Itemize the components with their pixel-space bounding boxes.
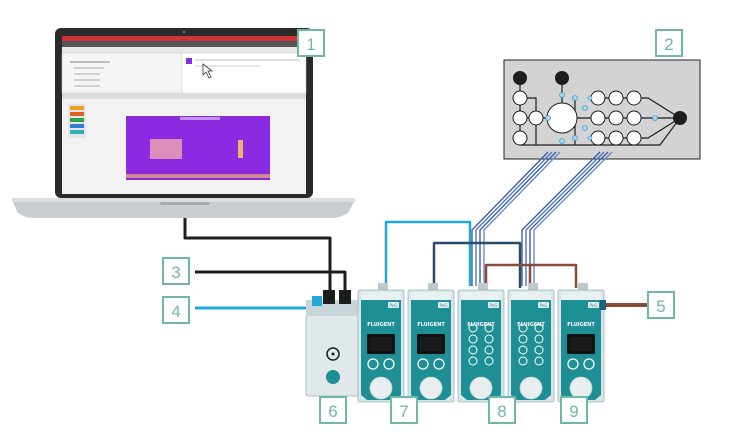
label-laptop: 1 bbox=[297, 29, 325, 57]
keypad-button-icon bbox=[518, 323, 528, 333]
svg-text:4: 4 bbox=[171, 302, 180, 321]
module-brand: FLUIGENT bbox=[567, 322, 595, 328]
svg-text:7: 7 bbox=[399, 402, 408, 421]
label-module-7: 7 bbox=[390, 396, 418, 424]
software-window bbox=[61, 36, 307, 194]
keypad-button-icon bbox=[534, 334, 544, 344]
label-module-9: 9 bbox=[560, 396, 588, 424]
label-output-5: 5 bbox=[647, 291, 675, 319]
keypad-button-icon bbox=[468, 323, 478, 333]
svg-text:3: 3 bbox=[171, 263, 180, 282]
number-labels: 1 2 3 4 5 6 7 8 bbox=[162, 29, 683, 424]
module-badge: PnG bbox=[588, 302, 599, 308]
svg-text:8: 8 bbox=[497, 402, 506, 421]
fan-icon bbox=[326, 347, 340, 361]
flow-module: PnG FLUIGENT bbox=[407, 283, 455, 403]
microfluidic-chip-icon bbox=[503, 59, 701, 160]
keypad-button-icon bbox=[484, 356, 494, 366]
module-badge-text: PnG bbox=[390, 303, 398, 308]
flow-module: PnG FLUIGENT bbox=[557, 283, 605, 403]
svg-text:6: 6 bbox=[328, 402, 337, 421]
svg-text:1: 1 bbox=[306, 35, 315, 54]
module-brand: FLUIGENT bbox=[367, 322, 395, 328]
knob-icon bbox=[417, 358, 429, 370]
module-badge-text: PnG bbox=[590, 303, 598, 308]
module-badge: PnG bbox=[538, 302, 549, 308]
keypad-button-icon bbox=[468, 334, 478, 344]
module-brand: FLUIGENT bbox=[467, 322, 495, 328]
keypad-button-icon bbox=[484, 345, 494, 355]
keypad-button-icon bbox=[484, 323, 494, 333]
flow-module: PnG FLUIGENT bbox=[457, 283, 505, 403]
keypad-button-icon bbox=[468, 345, 478, 355]
svg-text:5: 5 bbox=[656, 297, 665, 316]
flow-module: PnG FLUIGENT bbox=[357, 283, 405, 403]
knob-icon bbox=[433, 358, 445, 370]
cursor-icon bbox=[202, 63, 214, 79]
keypad-button-icon bbox=[518, 334, 528, 344]
keypad-button-icon bbox=[534, 323, 544, 333]
flow-modules: PnG FLUIGENT PnG FLUIGENT PnG FLUIGENT PnG FLUI… bbox=[357, 283, 606, 403]
module-badge-text: PnG bbox=[540, 303, 548, 308]
module-badge-text: PnG bbox=[490, 303, 498, 308]
module-brand: FLUIGENT bbox=[517, 322, 545, 328]
knob-icon bbox=[383, 358, 395, 370]
svg-text:2: 2 bbox=[664, 35, 673, 54]
laptop-icon bbox=[12, 28, 355, 218]
knob-icon bbox=[567, 358, 579, 370]
label-module-8: 8 bbox=[488, 396, 516, 424]
svg-text:9: 9 bbox=[569, 402, 578, 421]
keypad-button-icon bbox=[518, 345, 528, 355]
keypad-button-icon bbox=[534, 356, 544, 366]
label-cable-4: 4 bbox=[162, 296, 190, 324]
tubing-to-chip bbox=[471, 151, 613, 286]
module-badge: PnG bbox=[438, 302, 449, 308]
keypad-button-icon bbox=[484, 334, 494, 344]
module-badge: PnG bbox=[388, 302, 399, 308]
module-brand: FLUIGENT bbox=[417, 322, 445, 328]
knob-icon bbox=[367, 358, 379, 370]
label-hub-6: 6 bbox=[319, 396, 347, 424]
flow-module: PnG FLUIGENT bbox=[507, 283, 555, 403]
knob-icon bbox=[583, 358, 595, 370]
chip-view bbox=[126, 116, 270, 180]
module-badge-text: PnG bbox=[440, 303, 448, 308]
label-chip: 2 bbox=[655, 29, 683, 57]
usb-hub-icon bbox=[305, 290, 361, 397]
keypad-button-icon bbox=[534, 345, 544, 355]
keypad-button-icon bbox=[468, 356, 478, 366]
keypad-button-icon bbox=[518, 356, 528, 366]
module-badge: PnG bbox=[488, 302, 499, 308]
label-cable-3: 3 bbox=[162, 257, 190, 285]
